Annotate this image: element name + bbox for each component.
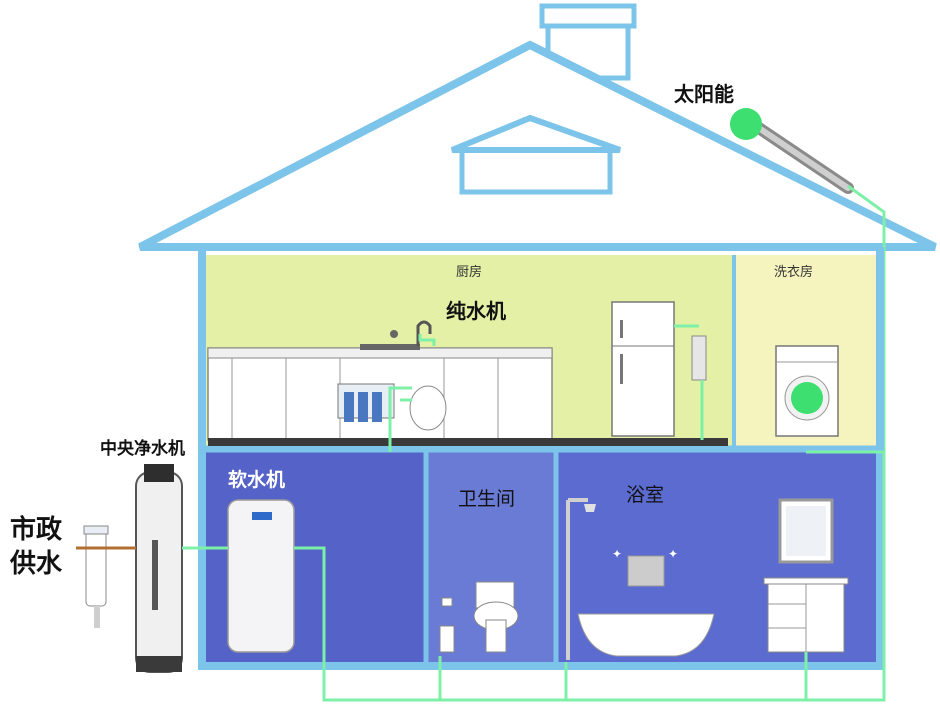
refrigerator — [611, 301, 707, 437]
water-pipes — [182, 334, 886, 702]
solar-tank-icon — [730, 108, 762, 140]
water-softener — [227, 499, 295, 653]
pre-filter — [76, 525, 136, 628]
svg-text:✦: ✦ — [612, 547, 622, 561]
municipal-label-line2: 供水 — [9, 549, 63, 579]
solar-label: 太阳能 — [674, 82, 734, 106]
house-walls — [198, 247, 884, 670]
softener-label: 软水机 — [228, 468, 285, 491]
bathroom-label: 浴室 — [626, 484, 664, 506]
central-purifier-label: 中央净水机 — [100, 438, 185, 459]
laundry-label: 洗衣房 — [774, 264, 813, 280]
toilet — [439, 581, 519, 653]
ro-purifier-label: 纯水机 — [446, 299, 506, 323]
central-purifier-tank — [135, 464, 183, 673]
vanity — [763, 498, 849, 653]
bathtub-shower: ✦ ✦ — [566, 498, 715, 660]
toilet-room-label: 卫生间 — [458, 488, 515, 510]
washing-machine — [775, 345, 839, 437]
solar-water-heater — [730, 108, 886, 452]
svg-text:✦: ✦ — [668, 547, 678, 561]
ro-purifier-unit — [337, 383, 447, 431]
kitchen-label: 厨房 — [456, 264, 482, 280]
municipal-label-line1: 市政 — [10, 514, 62, 545]
roof — [138, 40, 937, 251]
